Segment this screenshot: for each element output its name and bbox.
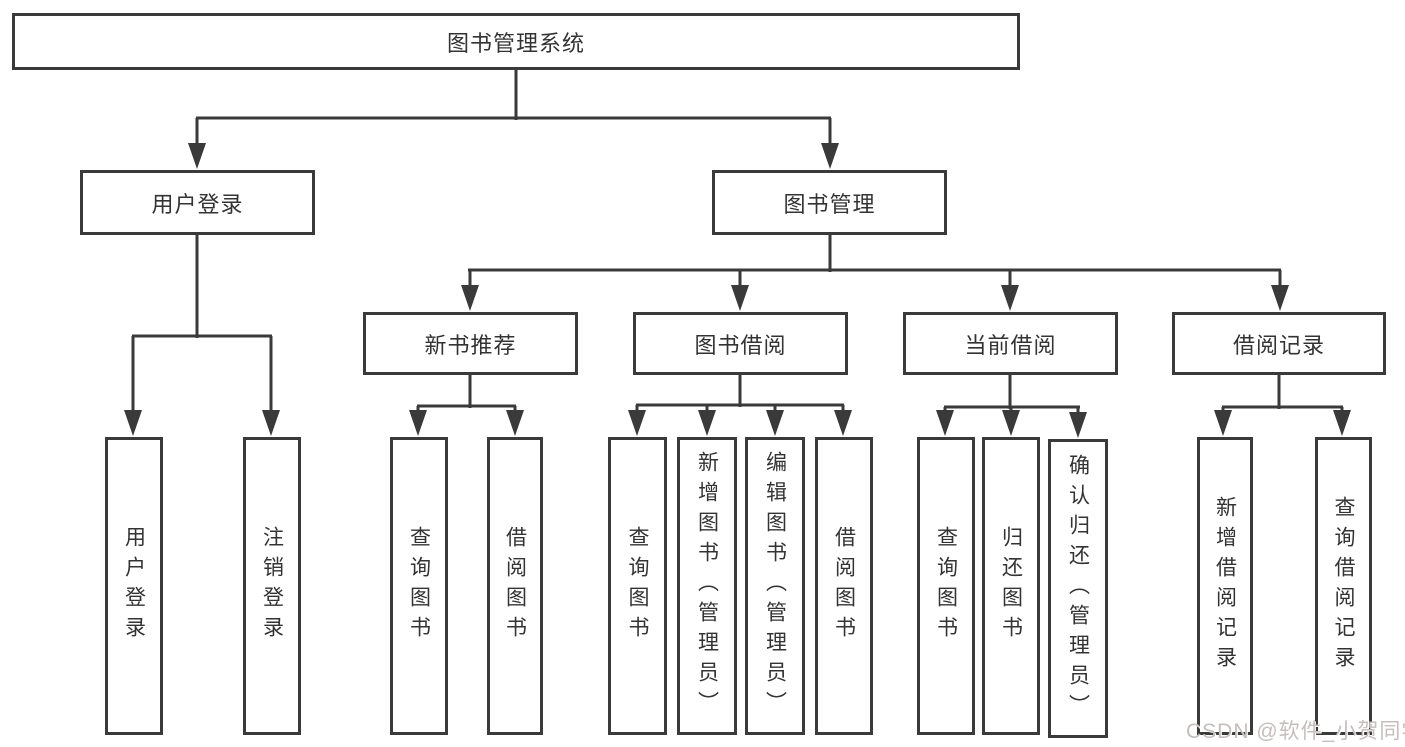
arrow-down-icon (698, 410, 716, 436)
arrow-down-icon (1002, 410, 1020, 436)
arrow-down-icon (124, 410, 142, 436)
leaf-borrow-books: 借阅图书 (487, 437, 543, 735)
leaf-add-books-admin: 新增图书（管理员） (677, 437, 737, 735)
node-book-management: 图书管理 (712, 170, 947, 235)
arrow-down-icon (766, 410, 784, 436)
leaf-edit-books-admin: 编辑图书（管理员） (745, 437, 805, 735)
arrow-down-icon (821, 143, 839, 169)
arrow-down-icon (409, 410, 427, 436)
leaf-borrow-books: 借阅图书 (815, 437, 873, 735)
leaf-confirm-return-admin: 确认归还（管理员） (1048, 439, 1108, 738)
arrow-down-icon (262, 410, 280, 436)
arrow-down-icon (461, 285, 479, 311)
arrow-down-icon (1069, 412, 1087, 438)
arrow-down-icon (188, 143, 206, 169)
leaf-user-login: 用户登录 (105, 437, 163, 735)
node-book-borrowing: 图书借阅 (633, 312, 848, 375)
leaf-query-books: 查询图书 (608, 437, 667, 735)
node-user-login: 用户登录 (80, 170, 315, 235)
arrow-down-icon (936, 410, 954, 436)
node-borrowing-records: 借阅记录 (1172, 312, 1386, 375)
arrow-down-icon (834, 410, 852, 436)
node-library-management-system: 图书管理系统 (12, 13, 1020, 70)
arrow-down-icon (1333, 410, 1351, 436)
arrow-down-icon (731, 285, 749, 311)
leaf-add-borrow-record: 新增借阅记录 (1197, 437, 1253, 735)
connector-paths (131, 70, 1344, 415)
leaf-query-books: 查询图书 (390, 437, 448, 735)
leaf-query-borrow-record: 查询借阅记录 (1315, 437, 1372, 735)
leaf-logout: 注销登录 (243, 437, 301, 735)
arrow-down-icon (506, 410, 524, 436)
arrow-down-icon (628, 410, 646, 436)
leaf-query-books: 查询图书 (917, 437, 975, 735)
node-current-borrowing: 当前借阅 (903, 312, 1118, 375)
arrow-down-icon (1214, 410, 1232, 436)
leaf-return-books: 归还图书 (982, 437, 1040, 735)
node-new-book-recommendation: 新书推荐 (363, 312, 578, 375)
arrow-down-icon (1271, 285, 1289, 311)
arrow-down-icon (1001, 285, 1019, 311)
csdn-watermark: CSDN @软件_小贺同学 (1186, 720, 1405, 743)
arrowheads (124, 143, 1351, 438)
